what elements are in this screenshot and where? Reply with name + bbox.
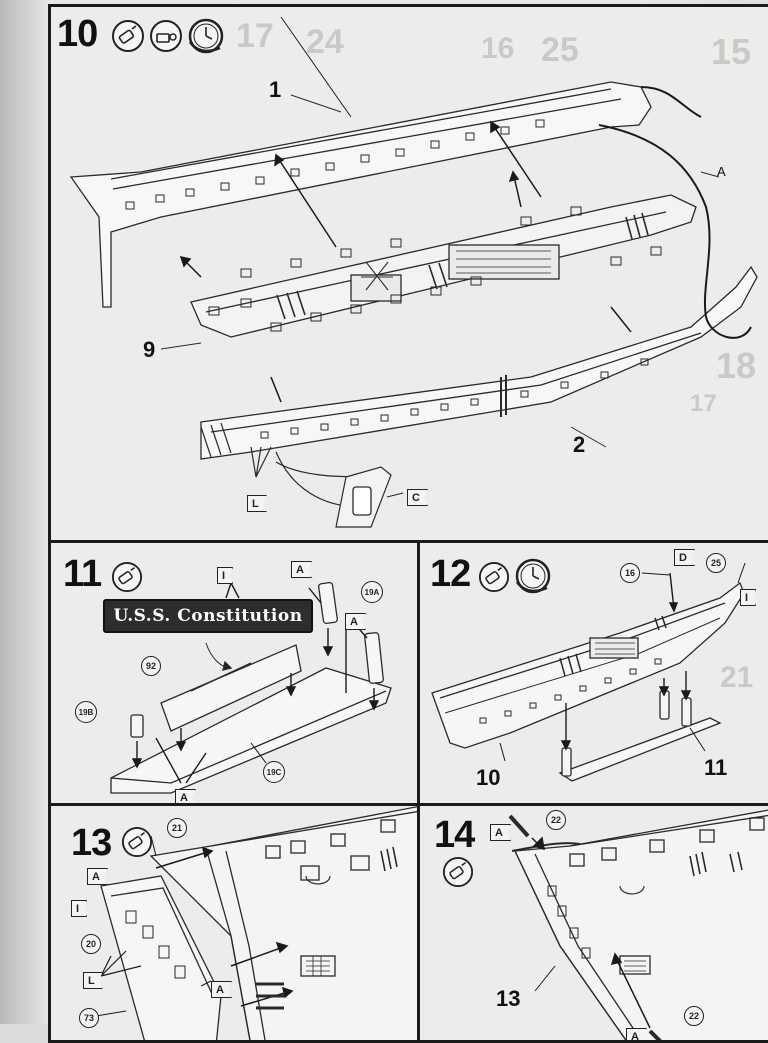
part-number-22: 22 [546, 810, 566, 830]
part-tag-I: I [740, 589, 757, 606]
cement-icon [121, 826, 153, 858]
ghost-number: 21 [720, 661, 754, 694]
cement-icon [111, 561, 143, 593]
cement-icon [112, 20, 144, 52]
part-tag-D: D [674, 549, 695, 566]
part-number-20: 20 [81, 934, 101, 954]
ghost-number: 24 [306, 23, 344, 61]
part-label-hull: 10 [476, 765, 501, 790]
step-13-drawing [95, 806, 417, 1040]
step-number: 12 [430, 553, 471, 595]
paint-icon [150, 20, 182, 52]
part-label-hull-right: 2 [573, 432, 586, 457]
ghost-number: 25 [541, 31, 579, 69]
step-number: 10 [57, 13, 98, 55]
ghost-number: 18 [716, 345, 757, 386]
step-10-panel: 17 24 16 25 15 18 10 [48, 4, 768, 544]
part-number-92: 92 [141, 656, 161, 676]
step-12-panel: 21 12 [417, 540, 768, 806]
ghost-number: 17 [236, 17, 274, 55]
step-13-panel: 13 [48, 803, 420, 1043]
ghost-number: 17 [690, 390, 717, 417]
part-label-hull: 13 [496, 986, 521, 1011]
step-14-panel: 14 [417, 803, 768, 1043]
cement-icon [442, 856, 474, 888]
part-number-25: 25 [706, 553, 726, 573]
step-number: 14 [434, 814, 475, 856]
part-number-22: 22 [684, 1006, 704, 1026]
clock-icon [188, 18, 224, 54]
ship-name-plate: U.S.S. Constitution [103, 599, 313, 633]
part-number-21: 21 [167, 818, 187, 838]
step-12-drawing [431, 562, 746, 782]
part-number-73: 73 [79, 1008, 99, 1028]
cement-icon [478, 561, 510, 593]
part-number-19A: 19A [361, 581, 383, 603]
part-number-19B: 19B [75, 701, 97, 723]
part-number-19C: 19C [263, 761, 285, 783]
step-14-drawing [508, 809, 768, 1040]
thread-label: A [717, 164, 726, 179]
part-label-stand: 11 [704, 755, 728, 780]
part-number-16: 16 [620, 563, 640, 583]
clock-icon [515, 558, 551, 594]
ghost-number: 15 [711, 31, 752, 72]
step-11-drawing [110, 581, 392, 794]
part-label-deck: 9 [143, 337, 156, 362]
step-11-panel: 11 U.S.S. Constitution [48, 540, 420, 806]
step-10-drawing [69, 16, 758, 528]
ghost-number: 16 [481, 32, 515, 65]
part-label-hull-left: 1 [269, 77, 282, 102]
step-number: 11 [63, 553, 102, 595]
step-number: 13 [71, 822, 112, 864]
